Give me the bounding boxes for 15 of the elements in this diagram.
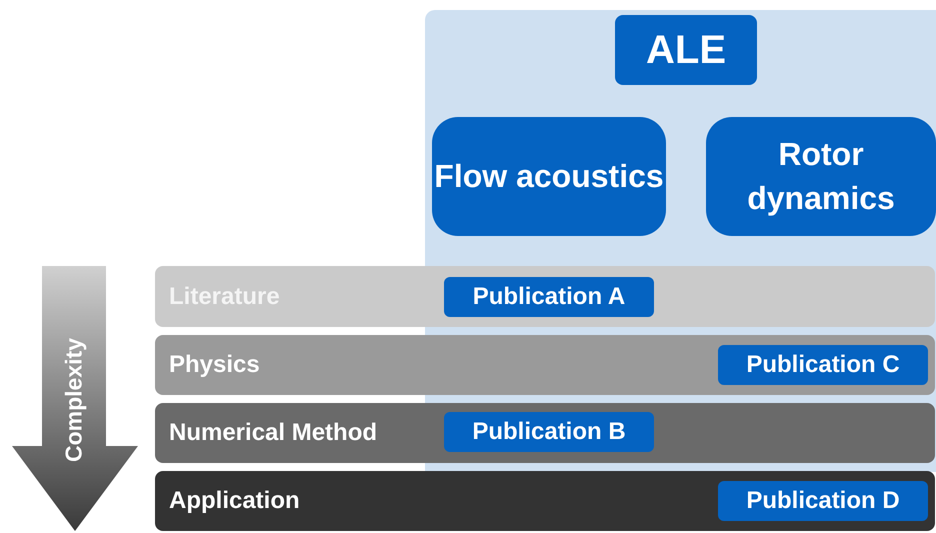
topic-box: Flow acoustics <box>432 117 666 236</box>
layer-label: Physics <box>169 351 260 379</box>
layer-label: Numerical Method <box>169 419 378 447</box>
layer-band <box>155 403 935 463</box>
top-box: ALE <box>615 15 757 85</box>
topic-box: Rotor dynamics <box>706 117 936 236</box>
layer-band <box>155 471 935 531</box>
publication-box: Publication B <box>444 412 654 452</box>
publication-box: Publication D <box>718 481 928 521</box>
layer-band <box>155 266 935 327</box>
layer-band <box>155 335 935 395</box>
publication-box: Publication A <box>444 277 654 317</box>
axis-label: Complexity <box>60 338 88 462</box>
layer-label: Application <box>169 487 300 515</box>
publication-box: Publication C <box>718 345 928 385</box>
